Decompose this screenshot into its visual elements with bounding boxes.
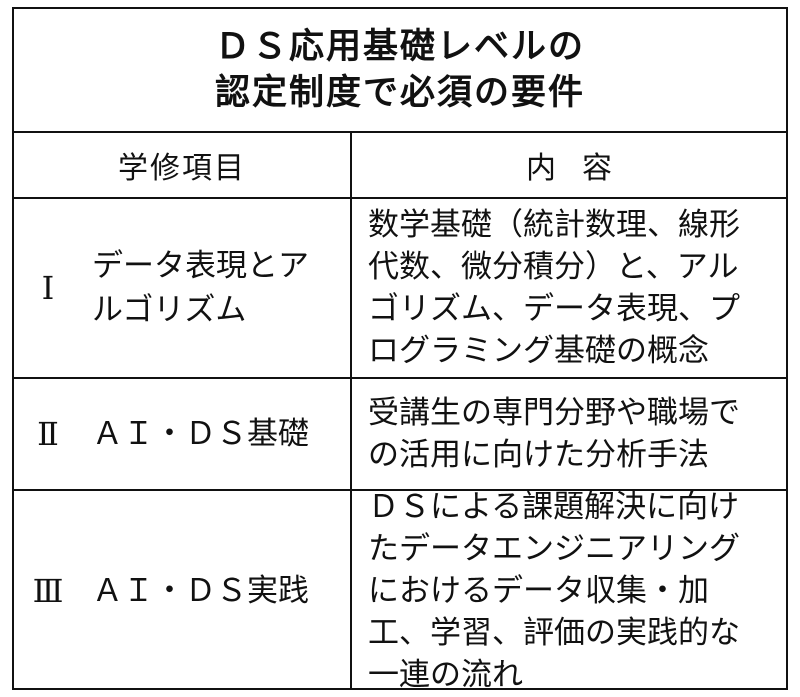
header-label-items: 学修項目 xyxy=(118,151,246,186)
item-cell: Ⅲ ＡＩ・ＤＳ実践 xyxy=(14,491,352,690)
table-row: Ⅰ データ表現とア ルゴリズム 数学基礎（統計数理、線形 代数、微分積分）と、ア… xyxy=(14,199,786,379)
table-title: ＤＳ応用基礎レベルの 認定制度で必須の要件 xyxy=(14,9,786,133)
table-row: Ⅱ ＡＩ・ＤＳ基礎 受講生の専門分野や職場で の活用に向けた分析手法 xyxy=(14,379,786,491)
table-header: 学修項目 内容 xyxy=(14,133,786,199)
title-line-2: 認定制度で必須の要件 xyxy=(214,73,585,113)
item-cell: Ⅰ データ表現とア ルゴリズム xyxy=(14,199,352,377)
table-row: Ⅲ ＡＩ・ＤＳ実践 ＤＳによる課題解決に向け たデータエンジニアリング における… xyxy=(14,489,786,693)
item-content: 数学基礎（統計数理、線形 代数、微分積分）と、アル ゴリズム、データ表現、プ ロ… xyxy=(368,207,740,369)
header-cell-items: 学修項目 xyxy=(14,133,352,197)
item-number: Ⅰ xyxy=(41,269,55,307)
content-cell: 受講生の専門分野や職場で の活用に向けた分析手法 xyxy=(352,379,786,489)
title-line-1: ＤＳ応用基礎レベルの xyxy=(214,27,585,67)
item-content: 受講生の専門分野や職場で の活用に向けた分析手法 xyxy=(368,395,740,473)
header-label-content: 内容 xyxy=(526,151,638,186)
item-content: ＤＳによる課題解決に向け たデータエンジニアリング におけるデータ収集・加 工、… xyxy=(368,488,740,693)
item-cell: Ⅱ ＡＩ・ＤＳ基礎 xyxy=(14,379,352,489)
item-name: データ表現とア ルゴリズム xyxy=(92,248,309,328)
item-name: ＡＩ・ＤＳ実践 xyxy=(92,572,309,609)
content-cell: ＤＳによる課題解決に向け たデータエンジニアリング におけるデータ収集・加 工、… xyxy=(352,489,786,693)
item-name: ＡＩ・ＤＳ基礎 xyxy=(92,416,309,452)
requirements-table: ＤＳ応用基礎レベルの 認定制度で必須の要件 学修項目 内容 Ⅰ データ表現とア … xyxy=(12,7,788,693)
item-number: Ⅱ xyxy=(37,415,59,453)
content-cell: 数学基礎（統計数理、線形 代数、微分積分）と、アル ゴリズム、データ表現、プ ロ… xyxy=(352,199,786,377)
header-cell-content: 内容 xyxy=(352,133,786,197)
item-number: Ⅲ xyxy=(32,571,64,610)
